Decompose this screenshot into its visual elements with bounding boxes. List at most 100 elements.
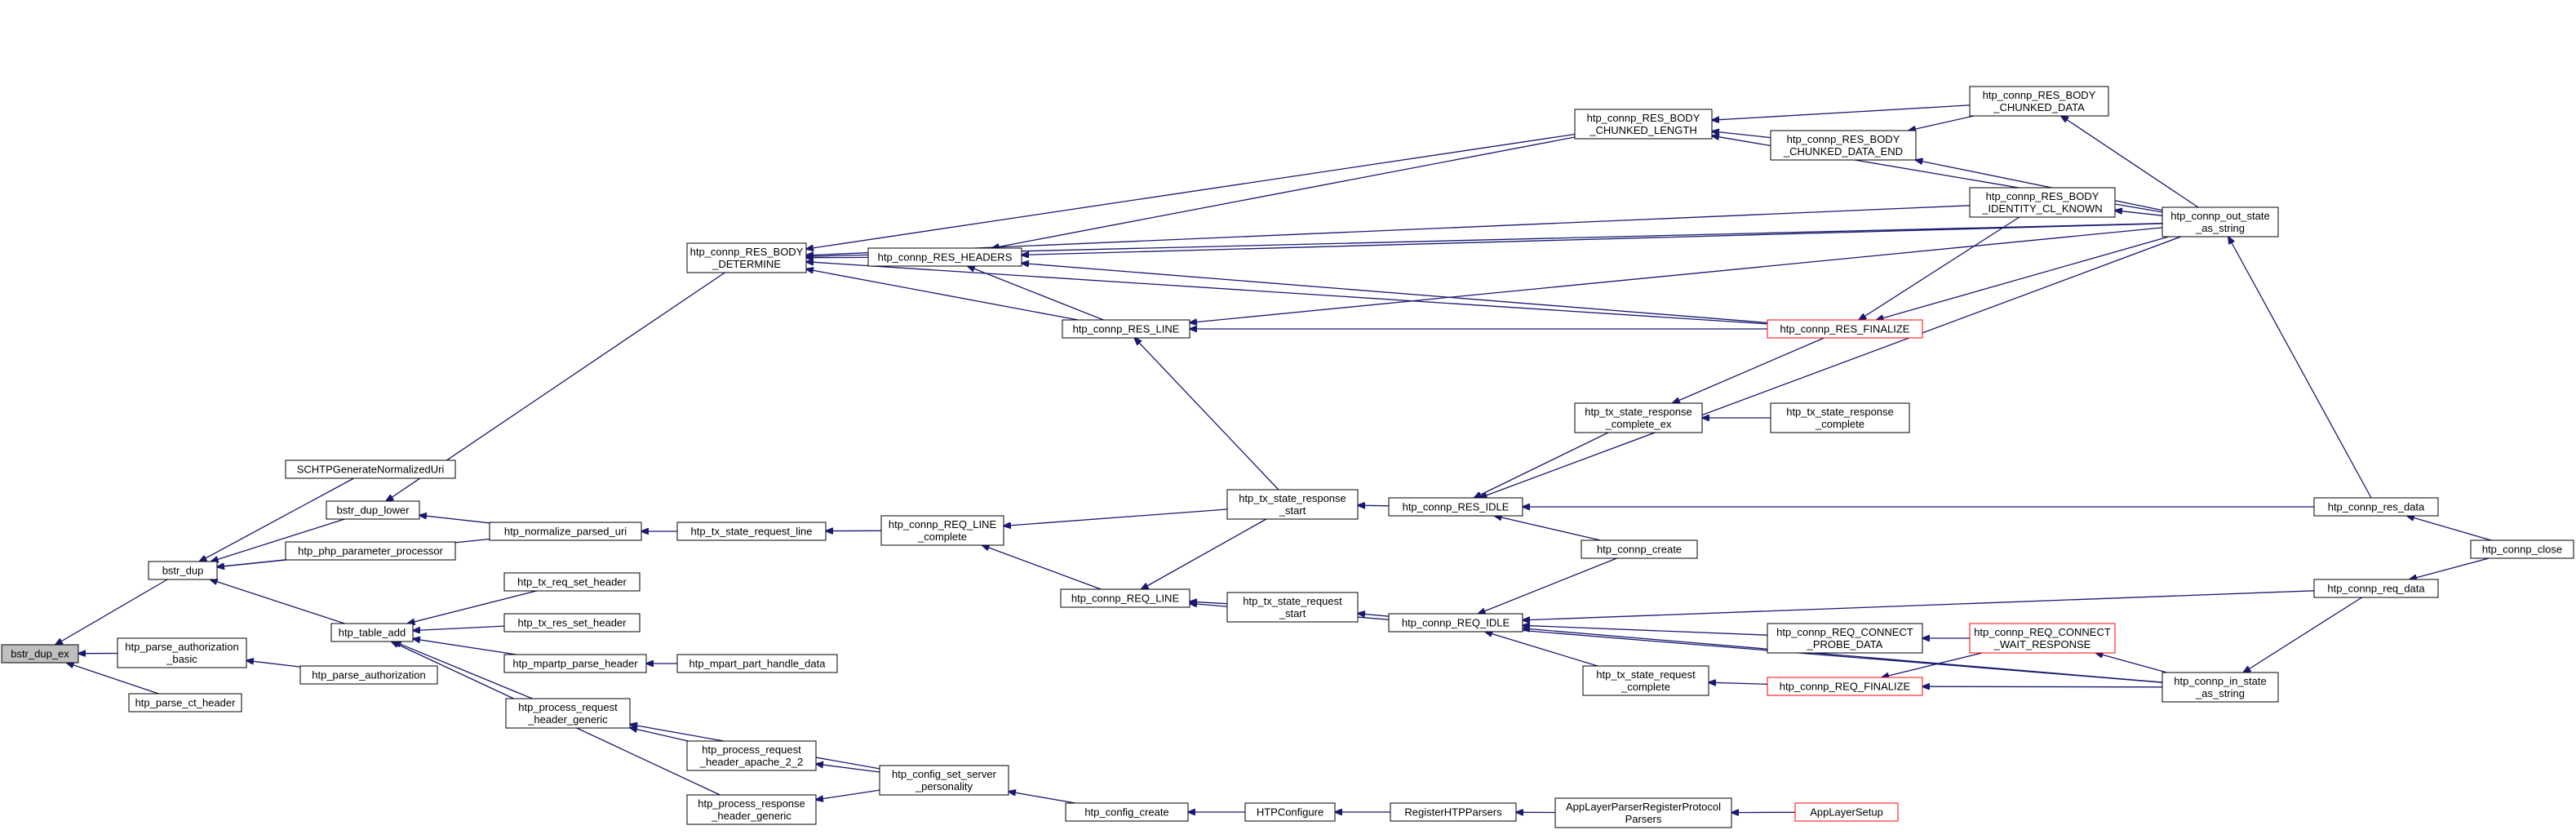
node-box: [299, 665, 438, 685]
edge-htp-connp-out-state-as-string-to-htp-connp-res-body-chunked-data-end: [1916, 160, 2163, 211]
node-htp-connp-res-line[interactable]: htp_connp_RES_LINE: [1062, 319, 1190, 339]
node-htp-connp-res-finalize[interactable]: htp_connp_RES_FINALIZE: [1767, 319, 1923, 339]
node-htp-connp-close[interactable]: htp_connp_close: [2470, 539, 2574, 559]
edge-htp-tx-state-response-start-to-htp-connp-req-line: [1142, 518, 1267, 589]
node-htp-tx-req-set-header[interactable]: htp_tx_req_set_header: [503, 572, 641, 592]
node-box: [1062, 319, 1190, 339]
node-box: [1969, 187, 2116, 218]
node-htp-connp-res-body-determine[interactable]: htp_connp_RES_BODY_DETERMINE: [686, 242, 807, 273]
node-htp-process-request-header-generic[interactable]: htp_process_request_header_generic: [505, 698, 631, 729]
node-htp-connp-res-body-identity-cl-known[interactable]: htp_connp_RES_BODY_IDENTITY_CL_KNOWN: [1969, 187, 2116, 218]
node-htp-tx-state-request-complete[interactable]: htp_tx_state_request_complete: [1582, 665, 1709, 696]
node-label: bstr_dup_ex: [11, 648, 69, 660]
edge-htp-connp-res-finalize-to-htp-connp-res-headers: [1022, 264, 1768, 324]
node-label: _personality: [915, 780, 973, 792]
node-htp-tx-state-request-start[interactable]: htp_tx_state_request_start: [1226, 592, 1359, 623]
node-label: AppLayerSetup: [1810, 806, 1883, 819]
edge-htp-config-create-to-htp-config-set-server-personality: [1009, 792, 1075, 804]
node-box: [676, 654, 838, 673]
node-label: HTPConfigure: [1257, 806, 1323, 819]
node-box: [1969, 86, 2109, 117]
node-htp-connp-req-idle[interactable]: htp_connp_REQ_IDLE: [1388, 613, 1523, 633]
node-htp-connp-req-data[interactable]: htp_connp_req_data: [2313, 579, 2439, 598]
edge-htp-connp-create-to-htp-connp-req-idle: [1479, 557, 1617, 614]
node-htp-connp-create[interactable]: htp_connp_create: [1581, 539, 1698, 559]
node-box: [1574, 109, 1713, 140]
node-htp-config-create[interactable]: htp_config_create: [1065, 802, 1189, 822]
node-htp-tx-state-response-complete[interactable]: htp_tx_state_response_complete: [1770, 402, 1910, 433]
edge-htp-connp-close-to-htp-connp-res-data: [2407, 516, 2492, 541]
node-box: [128, 693, 242, 712]
node-htp-connp-req-connect-probe-data[interactable]: htp_connp_REQ_CONNECT_PROBE_DATA: [1767, 623, 1923, 654]
node-label: htp_connp_RES_FINALIZE: [1780, 323, 1910, 335]
node-label: htp_connp_RES_BODY: [1983, 89, 2096, 101]
edge-htp-tx-req-set-header-to-htp-table-add: [408, 590, 537, 624]
node-label: htp_connp_RES_BODY: [1986, 190, 2099, 202]
node-box: [1226, 489, 1359, 520]
edge-htp-tx-state-response-complete-ex-to-htp-connp-res-idle: [1474, 432, 1609, 498]
node-htp-process-request-header-apache-2-2[interactable]: htp_process_request_header_apache_2_2: [686, 740, 817, 771]
edge-htp-connp-res-line-to-htp-connp-res-body-determine: [806, 269, 1079, 321]
edge-htp-connp-res-finalize-to-htp-tx-state-response-complete-ex: [1673, 337, 1824, 403]
node-htp-connp-res-body-chunked-data[interactable]: htp_connp_RES_BODY_CHUNKED_DATA: [1969, 86, 2109, 117]
edge-htp-connp-create-to-htp-connp-res-idle: [1495, 516, 1601, 541]
node-registerhtpparsers[interactable]: RegisterHTPParsers: [1390, 802, 1517, 822]
node-label: htp_tx_state_response: [1786, 406, 1894, 418]
node-label: _as_string: [2195, 222, 2245, 234]
node-htp-connp-req-connect-wait-response[interactable]: htp_connp_REQ_CONNECT_WAIT_RESPONSE: [1969, 623, 2116, 654]
node-htp-table-add[interactable]: htp_table_add: [330, 623, 414, 642]
node-label: htp_process_response: [698, 797, 805, 810]
node-label: SCHTPGenerateNormalizedUri: [297, 464, 445, 476]
node-htp-connp-res-body-chunked-length[interactable]: htp_connp_RES_BODY_CHUNKED_LENGTH: [1574, 109, 1713, 140]
node-box: [1388, 613, 1523, 633]
node-box: [676, 522, 827, 541]
node-label: htp_config_create: [1084, 806, 1168, 819]
node-box: [879, 765, 1009, 796]
node-htp-process-response-header-generic[interactable]: htp_process_response_header_generic: [686, 794, 817, 825]
node-htp-connp-in-state-as-string[interactable]: htp_connp_in_state_as_string: [2161, 672, 2279, 703]
node-label: htp_connp_RES_BODY: [1787, 133, 1900, 145]
node-htp-parse-ct-header[interactable]: htp_parse_ct_header: [128, 693, 242, 712]
node-htp-parse-authorization[interactable]: htp_parse_authorization: [299, 665, 438, 685]
node-box: [1582, 665, 1709, 696]
edge-htp-connp-in-state-as-string-to-htp-connp-req-finalize: [1922, 686, 2163, 687]
node-htp-config-set-server-personality[interactable]: htp_config_set_server_personality: [879, 765, 1009, 796]
node-schtpgeneratenormalizeduri[interactable]: SCHTPGenerateNormalizedUri: [285, 459, 456, 479]
node-box: [1, 644, 79, 664]
node-htp-mpartp-parse-header[interactable]: htp_mpartp_parse_header: [503, 654, 647, 673]
edge-htp-connp-in-state-as-string-to-htp-connp-req-idle: [1523, 628, 2163, 683]
node-htp-connp-res-data[interactable]: htp_connp_res_data: [2313, 497, 2439, 517]
node-htpconfigure[interactable]: HTPConfigure: [1244, 802, 1336, 822]
node-htp-php-parameter-processor[interactable]: htp_php_parameter_processor: [285, 541, 456, 561]
node-htp-tx-state-response-complete-ex[interactable]: htp_tx_state_response_complete_ex: [1574, 402, 1703, 433]
node-box: [330, 623, 414, 642]
node-htp-connp-req-finalize[interactable]: htp_connp_REQ_FINALIZE: [1767, 677, 1923, 696]
edge-htp-table-add-to-bstr-dup: [211, 579, 345, 624]
node-htp-connp-req-line[interactable]: htp_connp_REQ_LINE: [1060, 588, 1190, 608]
node-htp-tx-state-response-start[interactable]: htp_tx_state_response_start: [1226, 489, 1359, 520]
node-htp-connp-out-state-as-string[interactable]: htp_connp_out_state_as_string: [2161, 206, 2279, 237]
node-box: [117, 637, 247, 668]
node-applayersetup[interactable]: AppLayerSetup: [1794, 802, 1899, 822]
node-htp-mpart-part-handle-data[interactable]: htp_mpart_part_handle_data: [676, 654, 838, 673]
edge-htp-connp-res-body-chunked-length-to-htp-connp-res-headers: [992, 136, 1576, 248]
node-htp-parse-authorization-basic[interactable]: htp_parse_authorization_basic: [117, 637, 247, 668]
node-box: [686, 242, 807, 273]
node-bstr-dup-lower[interactable]: bstr_dup_lower: [326, 500, 420, 520]
node-htp-connp-req-line-complete[interactable]: htp_connp_REQ_LINE_complete: [880, 515, 1004, 546]
node-htp-connp-res-headers[interactable]: htp_connp_RES_HEADERS: [867, 247, 1022, 267]
node-label: htp_parse_ct_header: [135, 697, 237, 709]
node-label: htp_connp_RES_HEADERS: [878, 251, 1013, 264]
node-box: [1244, 802, 1336, 822]
node-htp-tx-state-request-line[interactable]: htp_tx_state_request_line: [676, 522, 827, 541]
node-htp-normalize-parsed-uri[interactable]: htp_normalize_parsed_uri: [489, 522, 642, 541]
node-box: [1554, 797, 1732, 828]
node-box: [503, 613, 641, 633]
node-htp-tx-res-set-header[interactable]: htp_tx_res_set_header: [503, 613, 641, 633]
node-htp-connp-res-body-chunked-data-end[interactable]: htp_connp_RES_BODY_CHUNKED_DATA_END: [1770, 130, 1917, 161]
node-bstr-dup[interactable]: bstr_dup: [148, 561, 218, 580]
node-bstr-dup-ex[interactable]: bstr_dup_ex: [1, 644, 79, 664]
node-label: _complete_ex: [1605, 418, 1672, 430]
node-htp-connp-res-idle[interactable]: htp_connp_RES_IDLE: [1388, 497, 1523, 517]
